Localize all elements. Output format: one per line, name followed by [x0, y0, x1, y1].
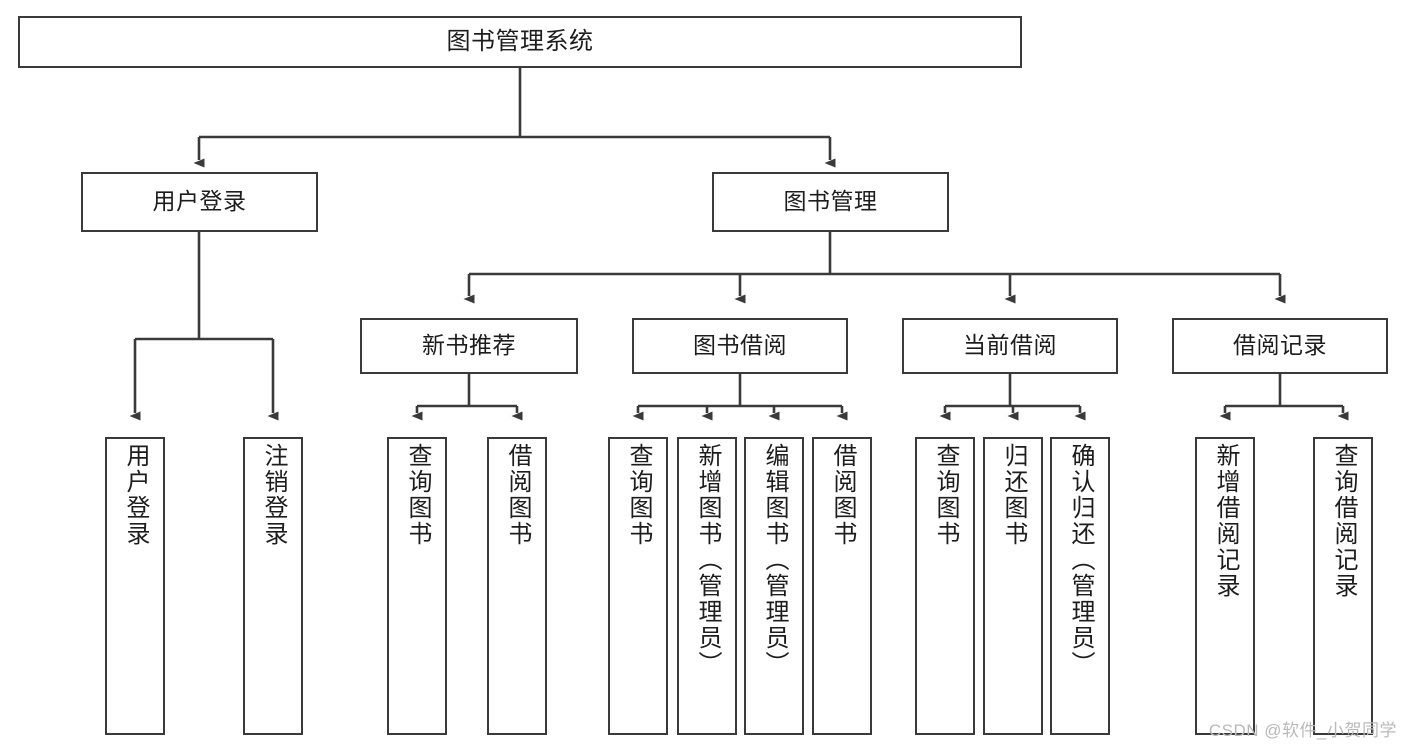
leaf-query-book-current[interactable]: 查询图书	[915, 437, 975, 735]
leaf-borrow-book-borrow-label: 借阅图书	[829, 443, 856, 547]
leaf-query-borrow-record[interactable]: 查询借阅记录	[1313, 437, 1373, 735]
leaf-return-book-label: 归还图书	[1000, 443, 1027, 547]
csdn-watermark: CSDN @软件_小贺同学	[1208, 721, 1397, 740]
leaf-borrow-book-recommend-label: 借阅图书	[504, 443, 531, 547]
node-book-borrow[interactable]: 图书借阅	[632, 318, 848, 374]
leaf-confirm-return-label: 确认归还（管理员）	[1067, 443, 1094, 677]
leaf-query-book-recommend[interactable]: 查询图书	[387, 437, 447, 735]
node-current-borrow-label: 当前借阅	[963, 332, 1057, 359]
leaf-add-book-label: 新增图书（管理员）	[694, 443, 721, 677]
leaf-add-book[interactable]: 新增图书（管理员）	[677, 437, 737, 735]
node-borrow-record-label: 借阅记录	[1233, 332, 1327, 359]
leaf-query-book-borrow-label: 查询图书	[625, 443, 652, 547]
node-book-manage[interactable]: 图书管理	[712, 172, 949, 232]
leaf-add-borrow-record-label: 新增借阅记录	[1212, 443, 1239, 599]
leaf-query-book-current-label: 查询图书	[932, 443, 959, 547]
node-new-book-recommend-label: 新书推荐	[422, 332, 516, 359]
leaf-confirm-return[interactable]: 确认归还（管理员）	[1050, 437, 1110, 735]
leaf-user-logout-label: 注销登录	[260, 443, 287, 547]
leaf-user-logout[interactable]: 注销登录	[243, 437, 303, 735]
node-root-system[interactable]: 图书管理系统	[18, 16, 1022, 68]
leaf-edit-book[interactable]: 编辑图书（管理员）	[744, 437, 804, 735]
leaf-add-borrow-record[interactable]: 新增借阅记录	[1195, 437, 1255, 735]
leaf-return-book[interactable]: 归还图书	[983, 437, 1043, 735]
leaf-user-login[interactable]: 用户登录	[105, 437, 165, 735]
leaf-borrow-book-borrow[interactable]: 借阅图书	[812, 437, 872, 735]
leaf-edit-book-label: 编辑图书（管理员）	[761, 443, 788, 677]
node-user-login-label: 用户登录	[152, 188, 247, 215]
node-borrow-record[interactable]: 借阅记录	[1172, 318, 1388, 374]
leaf-query-book-recommend-label: 查询图书	[404, 443, 431, 547]
node-user-login[interactable]: 用户登录	[81, 172, 318, 232]
node-root-system-label: 图书管理系统	[446, 27, 594, 55]
leaf-user-login-label: 用户登录	[122, 443, 149, 547]
node-current-borrow[interactable]: 当前借阅	[902, 318, 1118, 374]
leaf-query-borrow-record-label: 查询借阅记录	[1330, 443, 1357, 599]
leaf-borrow-book-recommend[interactable]: 借阅图书	[487, 437, 547, 735]
node-new-book-recommend[interactable]: 新书推荐	[360, 318, 578, 374]
node-book-borrow-label: 图书借阅	[693, 332, 787, 359]
node-book-manage-label: 图书管理	[783, 188, 878, 215]
leaf-query-book-borrow[interactable]: 查询图书	[608, 437, 668, 735]
